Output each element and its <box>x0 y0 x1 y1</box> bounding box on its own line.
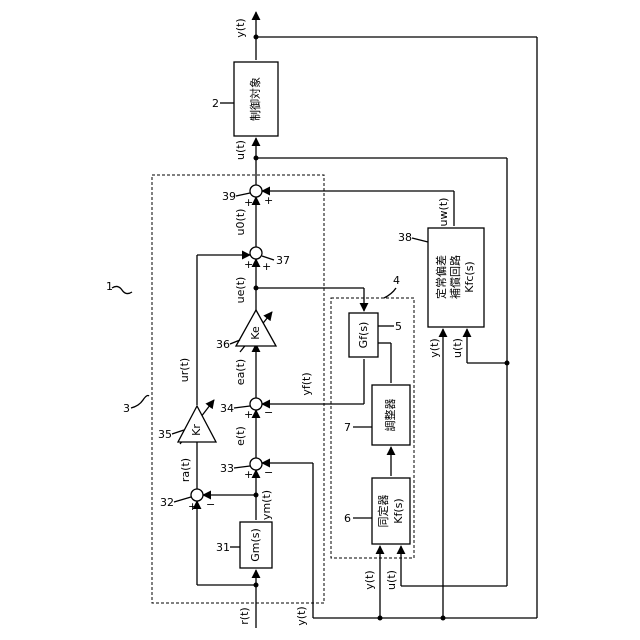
label-y-left: y(t) <box>295 606 308 625</box>
ref-1: 1 <box>106 280 113 293</box>
ref-36: 36 <box>216 338 230 351</box>
sign-39-plus-b: + <box>264 194 273 207</box>
label-u0: u0(t) <box>234 209 247 236</box>
sign-32-minus: − <box>206 498 215 511</box>
comp-label-line1: 定常偏差 <box>434 255 448 299</box>
ref-7: 7 <box>344 421 351 434</box>
label-ur: ur(t) <box>178 358 191 382</box>
sign-37-plus-b: + <box>262 260 271 273</box>
identifier-label: 同定器 <box>376 495 390 528</box>
gf-block: Gf(s) <box>349 313 378 357</box>
ke-label: Ke <box>249 326 262 340</box>
ref-5: 5 <box>395 320 402 333</box>
ref-33: 33 <box>220 462 234 475</box>
kr-gain-block: Kr <box>178 406 216 442</box>
ref-35: 35 <box>158 428 172 441</box>
sign-37-plus-a: + <box>244 258 253 271</box>
adjuster-label: 調整器 <box>383 399 397 432</box>
label-u-comp: u(t) <box>451 338 464 358</box>
controller-boundary <box>152 175 324 603</box>
sign-34-plus: + <box>244 408 253 421</box>
ref-4: 4 <box>393 274 400 287</box>
label-r-in: r(t) <box>238 607 251 624</box>
ref-6: 6 <box>344 512 351 525</box>
sign-39-plus-a: + <box>244 196 253 209</box>
sign-33-minus: − <box>264 466 273 479</box>
ref-39: 39 <box>222 190 236 203</box>
comp-label-line2: 補償回路 <box>448 255 462 299</box>
label-ra: ra(t) <box>179 458 192 482</box>
label-y-comp: y(t) <box>428 338 441 357</box>
ref-32: 32 <box>160 496 174 509</box>
compensation-block: 定常偏差 補償回路 Kfc(s) <box>428 228 484 327</box>
gf-label: Gf(s) <box>357 322 370 349</box>
label-u-id: u(t) <box>385 570 398 590</box>
label-ea: ea(t) <box>234 359 247 385</box>
identifier-block: 同定器 Kf(s) <box>372 478 410 544</box>
ref-37: 37 <box>276 254 290 267</box>
label-e: e(t) <box>234 426 247 446</box>
ref-34: 34 <box>220 402 234 415</box>
comp-tf-label: Kfc(s) <box>463 261 476 292</box>
label-y-top: y(t) <box>234 18 247 37</box>
gm-label: Gm(s) <box>249 528 262 562</box>
sign-32-plus: + <box>188 500 197 513</box>
ref-31: 31 <box>216 541 230 554</box>
ref-3: 3 <box>123 402 130 415</box>
label-ym: ym(t) <box>260 490 273 520</box>
label-yf: yf(t) <box>300 372 313 395</box>
ym-branch <box>203 493 259 498</box>
ref-2: 2 <box>212 97 219 110</box>
label-uw: uw(t) <box>437 198 450 227</box>
yf-path <box>262 359 364 404</box>
gm-block: Gm(s) <box>240 522 272 568</box>
label-y-id: y(t) <box>363 570 376 589</box>
kr-label: Kr <box>190 424 203 436</box>
plant-block: 制御対象 <box>234 62 278 136</box>
identifier-tf-label: Kf(s) <box>392 498 405 523</box>
sign-33-plus: + <box>244 468 253 481</box>
label-u-plant: u(t) <box>234 140 247 160</box>
adjuster-block: 調整器 <box>372 385 410 445</box>
plant-label: 制御対象 <box>248 77 262 121</box>
label-ue: ue(t) <box>234 277 247 304</box>
sign-34-minus: − <box>264 406 273 419</box>
ref-38: 38 <box>398 231 412 244</box>
